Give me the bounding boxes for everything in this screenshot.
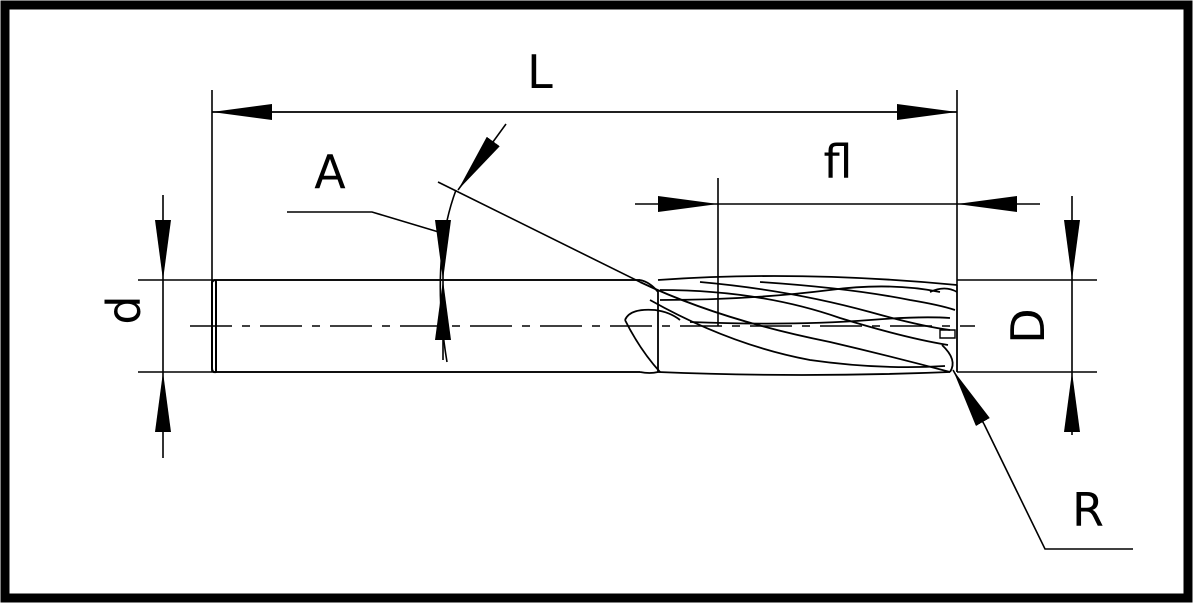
end-mill-body [211,275,958,376]
corner-radius-R: R [952,369,1133,550]
dimension-D: D [1001,196,1080,435]
label-L: L [527,45,553,99]
label-fl: fl [824,135,853,189]
label-D: D [1001,308,1055,343]
label-d: d [97,295,151,324]
label-R: R [1072,483,1104,537]
dimension-fl: fl [635,135,1040,212]
label-A: A [314,145,346,199]
dimension-L: L [212,45,957,120]
dimension-d: d [97,195,171,458]
angle-A: A [287,123,641,363]
